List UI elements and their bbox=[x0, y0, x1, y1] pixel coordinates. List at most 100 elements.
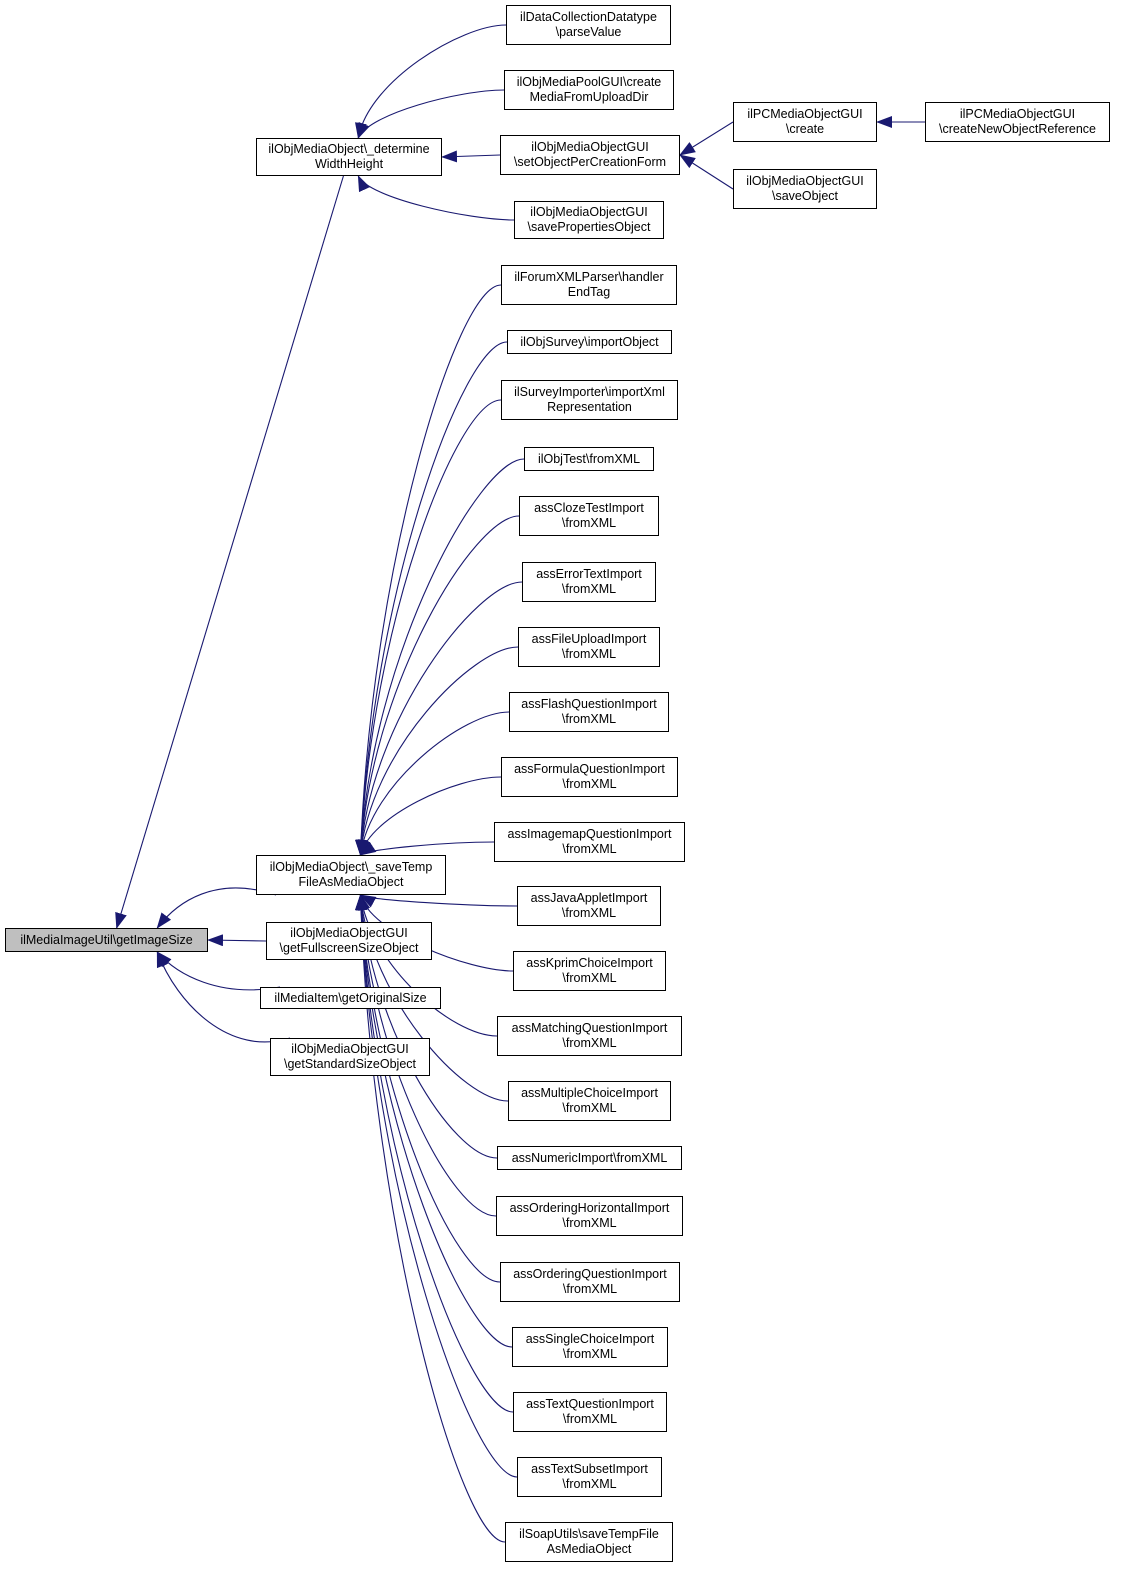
node-label-line: \saveObject bbox=[771, 189, 838, 203]
node-label-line: assFormulaQuestionImport bbox=[514, 762, 665, 776]
node-label-line: ilMediaItem\getOriginalSize bbox=[274, 990, 427, 1005]
call-edge bbox=[355, 515, 520, 856]
node-label-line: ilObjMediaObject\_determine bbox=[268, 142, 430, 156]
node-label-line: ilObjTest\fromXML bbox=[537, 451, 641, 466]
graph-node[interactable]: assFormulaQuestionImport\fromXML bbox=[501, 757, 678, 797]
graph-node[interactable]: ilDataCollectionDatatype\parseValue bbox=[506, 5, 671, 45]
call-edge bbox=[355, 24, 507, 139]
node-label-line: ilObjMediaPoolGUI\create bbox=[516, 75, 662, 89]
node-label-line: ilObjMediaObject\_saveTemp bbox=[269, 860, 433, 874]
call-edge bbox=[356, 711, 510, 856]
node-label-line: \getFullscreenSizeObject bbox=[279, 941, 419, 955]
call-edge bbox=[357, 175, 515, 221]
node-label-line: ilSoapUtils\saveTempFile bbox=[519, 1527, 659, 1541]
graph-node[interactable]: assOrderingHorizontalImport\fromXML bbox=[496, 1196, 683, 1236]
graph-node[interactable]: ilMediaItem\getOriginalSize bbox=[260, 987, 441, 1009]
node-label-line: ilObjMediaObjectGUI bbox=[530, 205, 648, 219]
node-label-line: ilObjMediaObjectGUI bbox=[746, 174, 864, 188]
call-edge bbox=[355, 646, 519, 856]
node-label-line: \getStandardSizeObject bbox=[283, 1057, 417, 1071]
call-edge bbox=[358, 776, 502, 856]
graph-node[interactable]: assSingleChoiceImport\fromXML bbox=[512, 1327, 668, 1367]
graph-node[interactable]: assMatchingQuestionImport\fromXML bbox=[497, 1016, 682, 1056]
node-label-line: assOrderingHorizontalImport bbox=[509, 1201, 670, 1215]
node-label-line: assClozeTestImport bbox=[534, 501, 644, 515]
call-edge bbox=[355, 341, 508, 856]
call-edge bbox=[355, 581, 523, 856]
node-label-line: \fromXML bbox=[562, 1036, 617, 1050]
call-edge bbox=[679, 154, 734, 190]
node-label-line: \fromXML bbox=[562, 1347, 618, 1361]
call-edge bbox=[156, 951, 281, 991]
graph-node[interactable]: ilObjTest\fromXML bbox=[524, 447, 654, 471]
node-label-line: ilObjMediaObjectGUI bbox=[531, 140, 649, 154]
graph-node[interactable]: assClozeTestImport\fromXML bbox=[519, 496, 659, 536]
graph-node[interactable]: assErrorTextImport\fromXML bbox=[522, 562, 656, 602]
graph-node[interactable]: ilObjMediaObjectGUI\savePropertiesObject bbox=[514, 201, 664, 239]
call-edge bbox=[156, 951, 291, 1043]
node-label-line: \fromXML bbox=[561, 582, 617, 596]
graph-node[interactable]: ilObjMediaObjectGUI\getFullscreenSizeObj… bbox=[266, 922, 432, 960]
node-label-line: MediaFromUploadDir bbox=[529, 90, 649, 104]
node-label-line: \setObjectPerCreationForm bbox=[513, 155, 667, 169]
node-label-line: assFileUploadImport bbox=[531, 632, 647, 646]
node-label-line: \savePropertiesObject bbox=[527, 220, 651, 234]
graph-node[interactable]: assImagemapQuestionImport\fromXML bbox=[494, 822, 685, 862]
node-label-line: ilPCMediaObjectGUI bbox=[747, 107, 863, 121]
node-label-line: Representation bbox=[547, 400, 632, 414]
node-label-line: assMultipleChoiceImport bbox=[521, 1086, 658, 1100]
node-label-line: \fromXML bbox=[561, 906, 617, 920]
node-label-line: \fromXML bbox=[561, 516, 617, 530]
node-label-line: \create bbox=[785, 122, 825, 136]
call-edge bbox=[441, 150, 501, 163]
node-label-line: assMatchingQuestionImport bbox=[511, 1021, 668, 1035]
node-label-line: ilForumXMLParser\handler bbox=[514, 270, 664, 284]
graph-node[interactable]: ilObjMediaObjectGUI\saveObject bbox=[733, 169, 877, 209]
node-label-line: assOrderingQuestionImport bbox=[513, 1267, 667, 1281]
graph-node[interactable]: assNumericImport\fromXML bbox=[497, 1146, 682, 1170]
node-label-line: \fromXML bbox=[562, 1282, 618, 1296]
call-edge bbox=[355, 399, 502, 856]
call-edge bbox=[207, 934, 267, 947]
graph-node[interactable]: assJavaAppletImport\fromXML bbox=[517, 886, 661, 926]
graph-node[interactable]: assKprimChoiceImport\fromXML bbox=[513, 951, 666, 991]
graph-node[interactable]: assTextSubsetImport\fromXML bbox=[517, 1457, 662, 1497]
graph-node[interactable]: assMultipleChoiceImport\fromXML bbox=[508, 1081, 671, 1121]
call-edge bbox=[359, 894, 518, 908]
call-edge bbox=[354, 894, 506, 1543]
graph-node[interactable]: assOrderingQuestionImport\fromXML bbox=[500, 1262, 680, 1302]
graph-node[interactable]: ilObjMediaObjectGUI\getStandardSizeObjec… bbox=[270, 1038, 430, 1076]
node-label-line: assKprimChoiceImport bbox=[526, 956, 653, 970]
node-label-line: WidthHeight bbox=[314, 157, 384, 171]
node-label-line: \fromXML bbox=[562, 1216, 617, 1230]
graph-node[interactable]: ilPCMediaObjectGUI\createNewObjectRefere… bbox=[925, 102, 1110, 142]
call-edge bbox=[357, 89, 505, 139]
node-label-line: \createNewObjectReference bbox=[938, 122, 1097, 136]
graph-node[interactable]: assTextQuestionImport\fromXML bbox=[513, 1392, 667, 1432]
node-label-line: assJavaAppletImport bbox=[530, 891, 648, 905]
node-label-line: assImagemapQuestionImport bbox=[507, 827, 672, 841]
node-label-line: ilObjMediaObjectGUI bbox=[290, 926, 408, 940]
node-label-line: ilMediaImageUtil\getImageSize bbox=[20, 932, 193, 947]
graph-node[interactable]: ilPCMediaObjectGUI\create bbox=[733, 102, 877, 142]
graph-node[interactable]: ilObjMediaObjectGUI\setObjectPerCreation… bbox=[500, 135, 680, 175]
graph-node[interactable]: assFlashQuestionImport\fromXML bbox=[509, 692, 669, 732]
node-label-line: assTextSubsetImport bbox=[531, 1462, 648, 1476]
node-label-line: ilDataCollectionDatatype bbox=[520, 10, 657, 24]
node-label-line: ilSurveyImporter\importXml bbox=[514, 385, 665, 399]
graph-node[interactable]: ilObjSurvey\importObject bbox=[507, 330, 672, 354]
node-label-line: assTextQuestionImport bbox=[526, 1397, 654, 1411]
node-label-line: ilObjSurvey\importObject bbox=[520, 334, 659, 349]
call-edge bbox=[679, 121, 734, 156]
node-label-line: \fromXML bbox=[561, 647, 617, 661]
node-label-line: \parseValue bbox=[555, 25, 622, 39]
graph-node[interactable]: assFileUploadImport\fromXML bbox=[518, 627, 660, 667]
call-edge bbox=[115, 175, 344, 929]
